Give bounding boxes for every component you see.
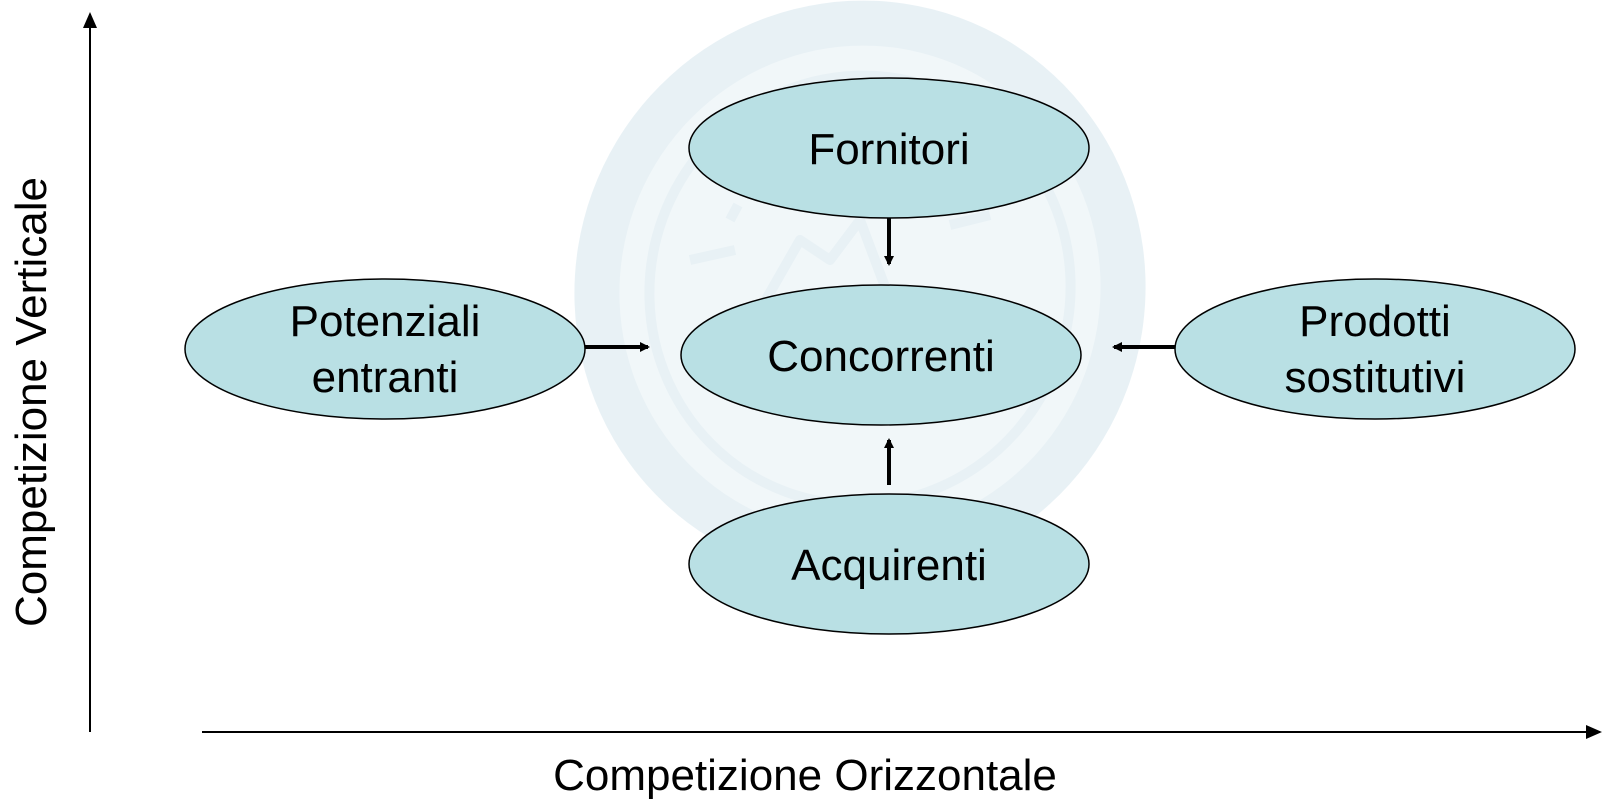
node-fornitori-label: Fornitori (808, 125, 969, 174)
node-concorrenti-label: Concorrenti (767, 332, 994, 381)
node-potenziali-line1: Potenziali (290, 297, 481, 346)
node-prodotti-line2: sostitutivi (1285, 353, 1466, 402)
node-prodotti-sostitutivi: Prodotti sostitutivi (1174, 278, 1576, 420)
node-concorrenti: Concorrenti (680, 284, 1082, 426)
node-prodotti-line1: Prodotti (1299, 297, 1451, 346)
node-acquirenti-label: Acquirenti (791, 541, 987, 590)
node-potenziali-entranti: Potenziali entranti (184, 278, 586, 420)
node-potenziali-line2: entranti (312, 353, 459, 402)
horizontal-axis-label: Competizione Orizzontale (553, 751, 1057, 800)
node-fornitori: Fornitori (688, 77, 1090, 219)
node-acquirenti: Acquirenti (688, 493, 1090, 635)
vertical-axis-label: Competizione Verticale (7, 177, 56, 627)
